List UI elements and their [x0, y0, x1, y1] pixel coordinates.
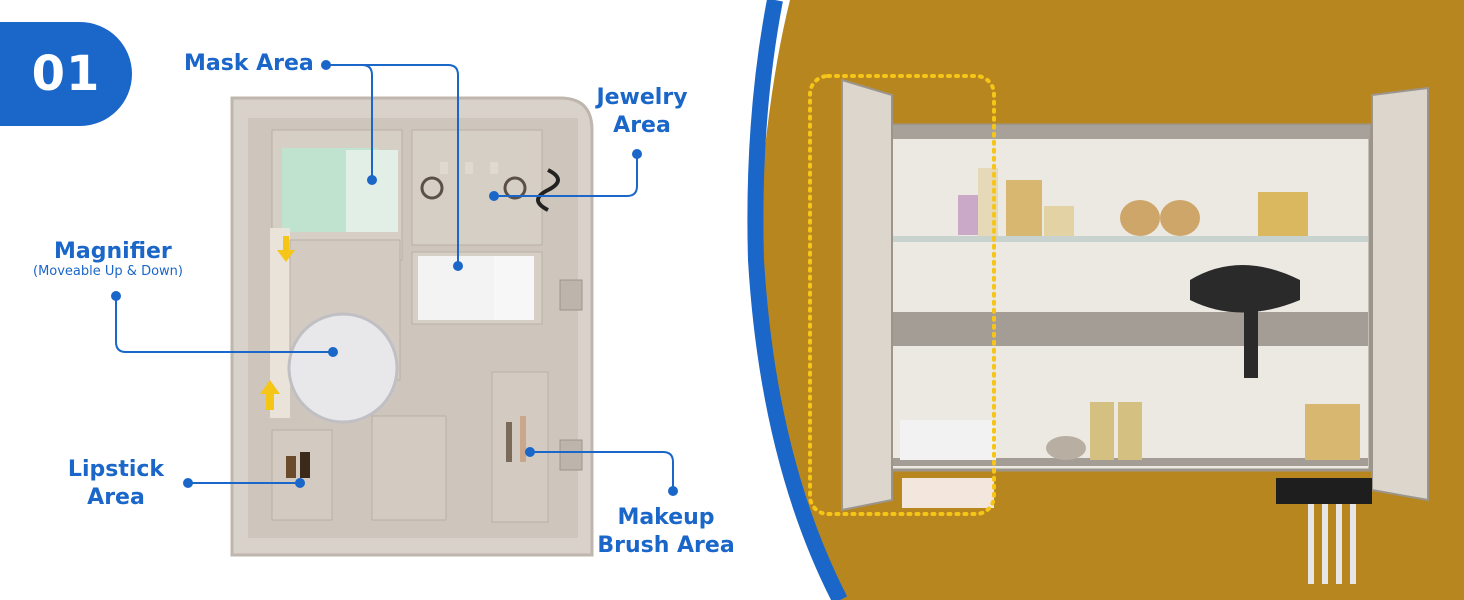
- dot-marker-icon: [321, 60, 331, 70]
- dot-marker-icon: [295, 478, 305, 488]
- makeup-brush-area-line1: Makeup: [617, 505, 715, 530]
- magnifier-label: Magnifier: [54, 239, 172, 264]
- lipstick-area-line1: Lipstick: [67, 457, 165, 482]
- jewelry-area-line1: Jewelry: [596, 85, 688, 110]
- dot-marker-icon: [453, 261, 463, 271]
- jewelry-area-label: Jewelry Area: [592, 84, 692, 140]
- dot-marker-icon: [632, 149, 642, 159]
- door-interior-panel: [230, 96, 594, 557]
- dot-marker-icon: [367, 175, 377, 185]
- lipstick-area-line2: Area: [87, 485, 145, 510]
- makeup-brush-area-label: Makeup Brush Area: [596, 504, 736, 560]
- cabinet-photo: [747, 0, 1464, 600]
- dot-marker-icon: [328, 347, 338, 357]
- magnifier-sublabel: (Moveable Up & Down): [33, 264, 183, 279]
- step-number: 01: [31, 46, 101, 102]
- step-number-badge: 01: [0, 22, 132, 126]
- dot-marker-icon: [489, 191, 499, 201]
- dot-marker-icon: [668, 486, 678, 496]
- makeup-brush-area-line2: Brush Area: [597, 533, 735, 558]
- highlight-frame: [808, 74, 996, 516]
- arrow-down-icon: [277, 236, 295, 262]
- dot-marker-icon: [525, 447, 535, 457]
- dot-marker-icon: [111, 291, 121, 301]
- jewelry-area-line2: Area: [613, 113, 671, 138]
- mask-area-label: Mask Area: [184, 51, 314, 76]
- dot-marker-icon: [183, 478, 193, 488]
- arrow-up-icon: [260, 380, 280, 410]
- lipstick-area-label: Lipstick Area: [66, 456, 166, 512]
